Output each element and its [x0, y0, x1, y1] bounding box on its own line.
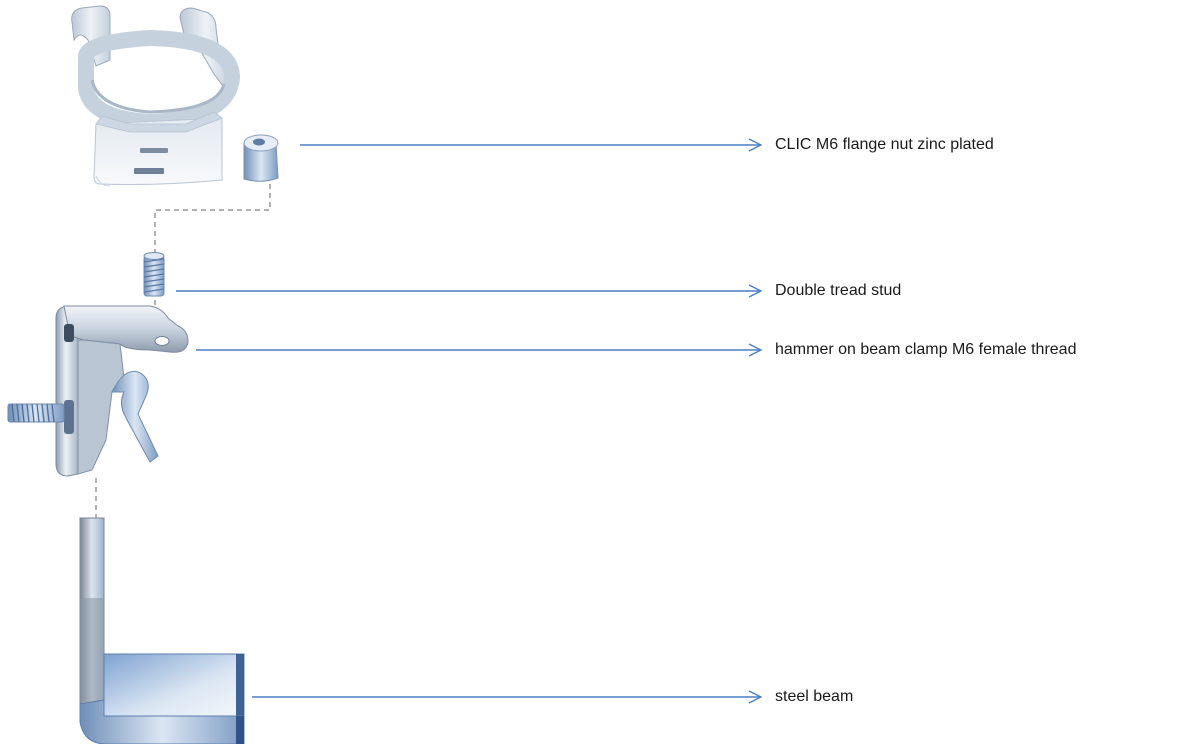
callout-label-steel-beam: steel beam: [775, 688, 854, 705]
flange-nut-part: [243, 134, 279, 182]
assembly-dashed-lines: [95, 184, 271, 518]
threaded-stud-part: [143, 252, 165, 297]
callout-label-flange-nut: CLIC M6 flange nut zinc plated: [775, 136, 994, 153]
steel-beam-part: [79, 517, 245, 744]
callout-lines: [176, 145, 760, 697]
conduit-clip-part: [71, 5, 241, 187]
callout-label-stud: Double tread stud: [775, 282, 902, 299]
beam-clamp-part: [7, 305, 189, 477]
callout-label-beam-clamp: hammer on beam clamp M6 female thread: [775, 341, 1077, 358]
